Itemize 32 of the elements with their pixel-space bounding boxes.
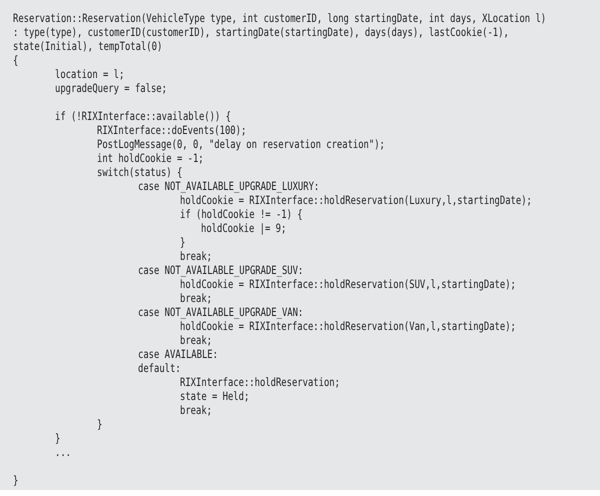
- code-line: ...: [55, 446, 71, 459]
- code-line: holdCookie = RIXInterface::holdReservation(Luxury,l,startingDate);: [180, 194, 532, 207]
- code-line: holdCookie = RIXInterface::holdReservation(Van,l,startingDate);: [180, 320, 516, 333]
- code-line: break;: [180, 334, 212, 347]
- code-line: switch(status) {: [97, 166, 182, 179]
- code-line: int holdCookie = -1;: [97, 152, 204, 165]
- code-line: location = l;: [55, 68, 124, 81]
- code-line: Reservation::Reservation(VehicleType type, int customerID, long startingDate, int days, XLocation l): [13, 12, 546, 25]
- code-line: RIXInterface::doEvents(100);: [97, 124, 246, 137]
- code-line: case NOT_AVAILABLE_UPGRADE_SUV:: [138, 264, 304, 277]
- code-line: if (!RIXInterface::available()) {: [55, 110, 231, 123]
- code-line: : type(type), customerID(customerID), startingDate(startingDate), days(days), lastCookie(-1),: [13, 26, 509, 39]
- code-line: holdCookie |= 9;: [201, 222, 286, 235]
- code-line: upgradeQuery = false;: [55, 82, 167, 95]
- code-line: case AVAILABLE:: [138, 348, 218, 361]
- code-line: default:: [138, 362, 181, 375]
- code-line: case NOT_AVAILABLE_UPGRADE_LUXURY:: [138, 180, 320, 193]
- code-line: break;: [180, 250, 212, 263]
- code-line: holdCookie = RIXInterface::holdReservation(SUV,l,startingDate);: [180, 278, 516, 291]
- code-line: {: [13, 54, 18, 67]
- code-line: if (holdCookie != -1) {: [180, 208, 303, 221]
- code-line: break;: [180, 404, 212, 417]
- code-line: }: [13, 474, 18, 487]
- code-line: }: [55, 432, 60, 445]
- code-line: state(Initial), tempTotal(0): [13, 40, 162, 53]
- code-line: PostLogMessage(0, 0, "delay on reservation creation");: [97, 138, 385, 151]
- code-line: RIXInterface::holdReservation;: [180, 376, 340, 389]
- code-line: }: [180, 236, 186, 249]
- code-line: break;: [180, 292, 212, 305]
- code-line: case NOT_AVAILABLE_UPGRADE_VAN:: [138, 306, 304, 319]
- code-line: state = Held;: [180, 390, 250, 403]
- code-line: }: [97, 418, 102, 431]
